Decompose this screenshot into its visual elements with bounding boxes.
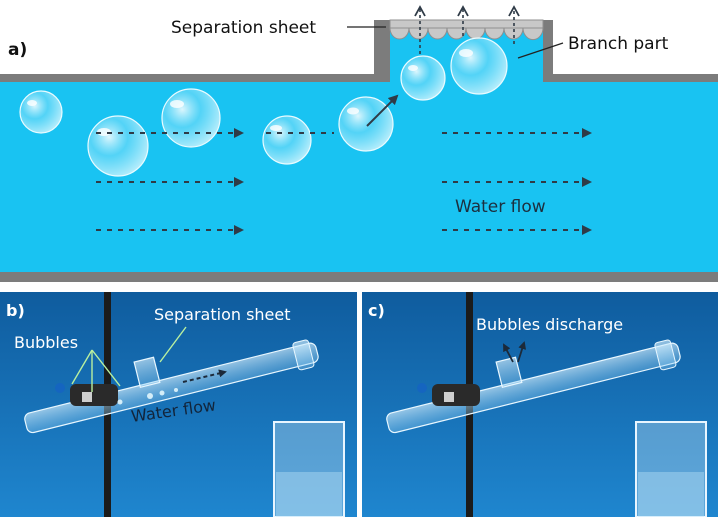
bubbles <box>19 37 508 177</box>
schematic-panel-a: a) Separation sheet Branch part Water fl… <box>0 5 718 282</box>
bubble <box>450 37 508 95</box>
bubbles-label: Bubbles <box>14 333 78 352</box>
bubble <box>87 115 149 177</box>
top-wall <box>0 20 390 82</box>
bottom-wall <box>0 272 718 282</box>
panel-a-label: a) <box>8 40 27 60</box>
photo-b-svg: b) Separation sheet Bubbles Water flow <box>0 292 357 517</box>
branch-direction-arrow <box>366 94 399 127</box>
panel-b-label: b) <box>6 301 25 320</box>
branch-part-leader <box>517 42 564 59</box>
glass-tube <box>386 339 681 434</box>
photo-panel-c: c) Bubbles discharge <box>362 292 718 517</box>
discharge-arrow-right <box>517 341 527 363</box>
beaker <box>273 421 345 517</box>
clamp <box>55 383 118 406</box>
bubble <box>400 55 446 101</box>
bubble <box>338 96 394 152</box>
water-flow-label: Water flow <box>455 197 546 217</box>
separation-sheet-label: Separation sheet <box>171 18 316 38</box>
annotation-lines <box>71 326 187 392</box>
top-wall-right <box>543 20 718 82</box>
branch-part-label: Branch part <box>568 34 669 54</box>
separation-sheet-label-b: Separation sheet <box>154 305 291 324</box>
panel-c-label: c) <box>368 301 385 320</box>
bubble <box>19 90 63 134</box>
glass-tube <box>24 339 319 434</box>
bubble <box>161 88 221 148</box>
discharge-arrow-left <box>503 343 514 363</box>
water-flow-arrow <box>182 369 227 383</box>
flow-arrows <box>96 128 592 235</box>
bubble <box>262 115 312 165</box>
photo-background <box>0 292 357 517</box>
clamp <box>417 383 480 406</box>
photo-background <box>362 292 718 517</box>
beaker <box>635 421 707 517</box>
schematic-svg: a) Separation sheet Branch part Water fl… <box>0 5 718 282</box>
photo-c-svg: c) Bubbles discharge <box>362 292 718 517</box>
photo-panel-b: b) Separation sheet Bubbles Water flow <box>0 292 357 517</box>
separation-sheet <box>389 19 544 40</box>
bubbles-discharge-label: Bubbles discharge <box>476 315 623 334</box>
